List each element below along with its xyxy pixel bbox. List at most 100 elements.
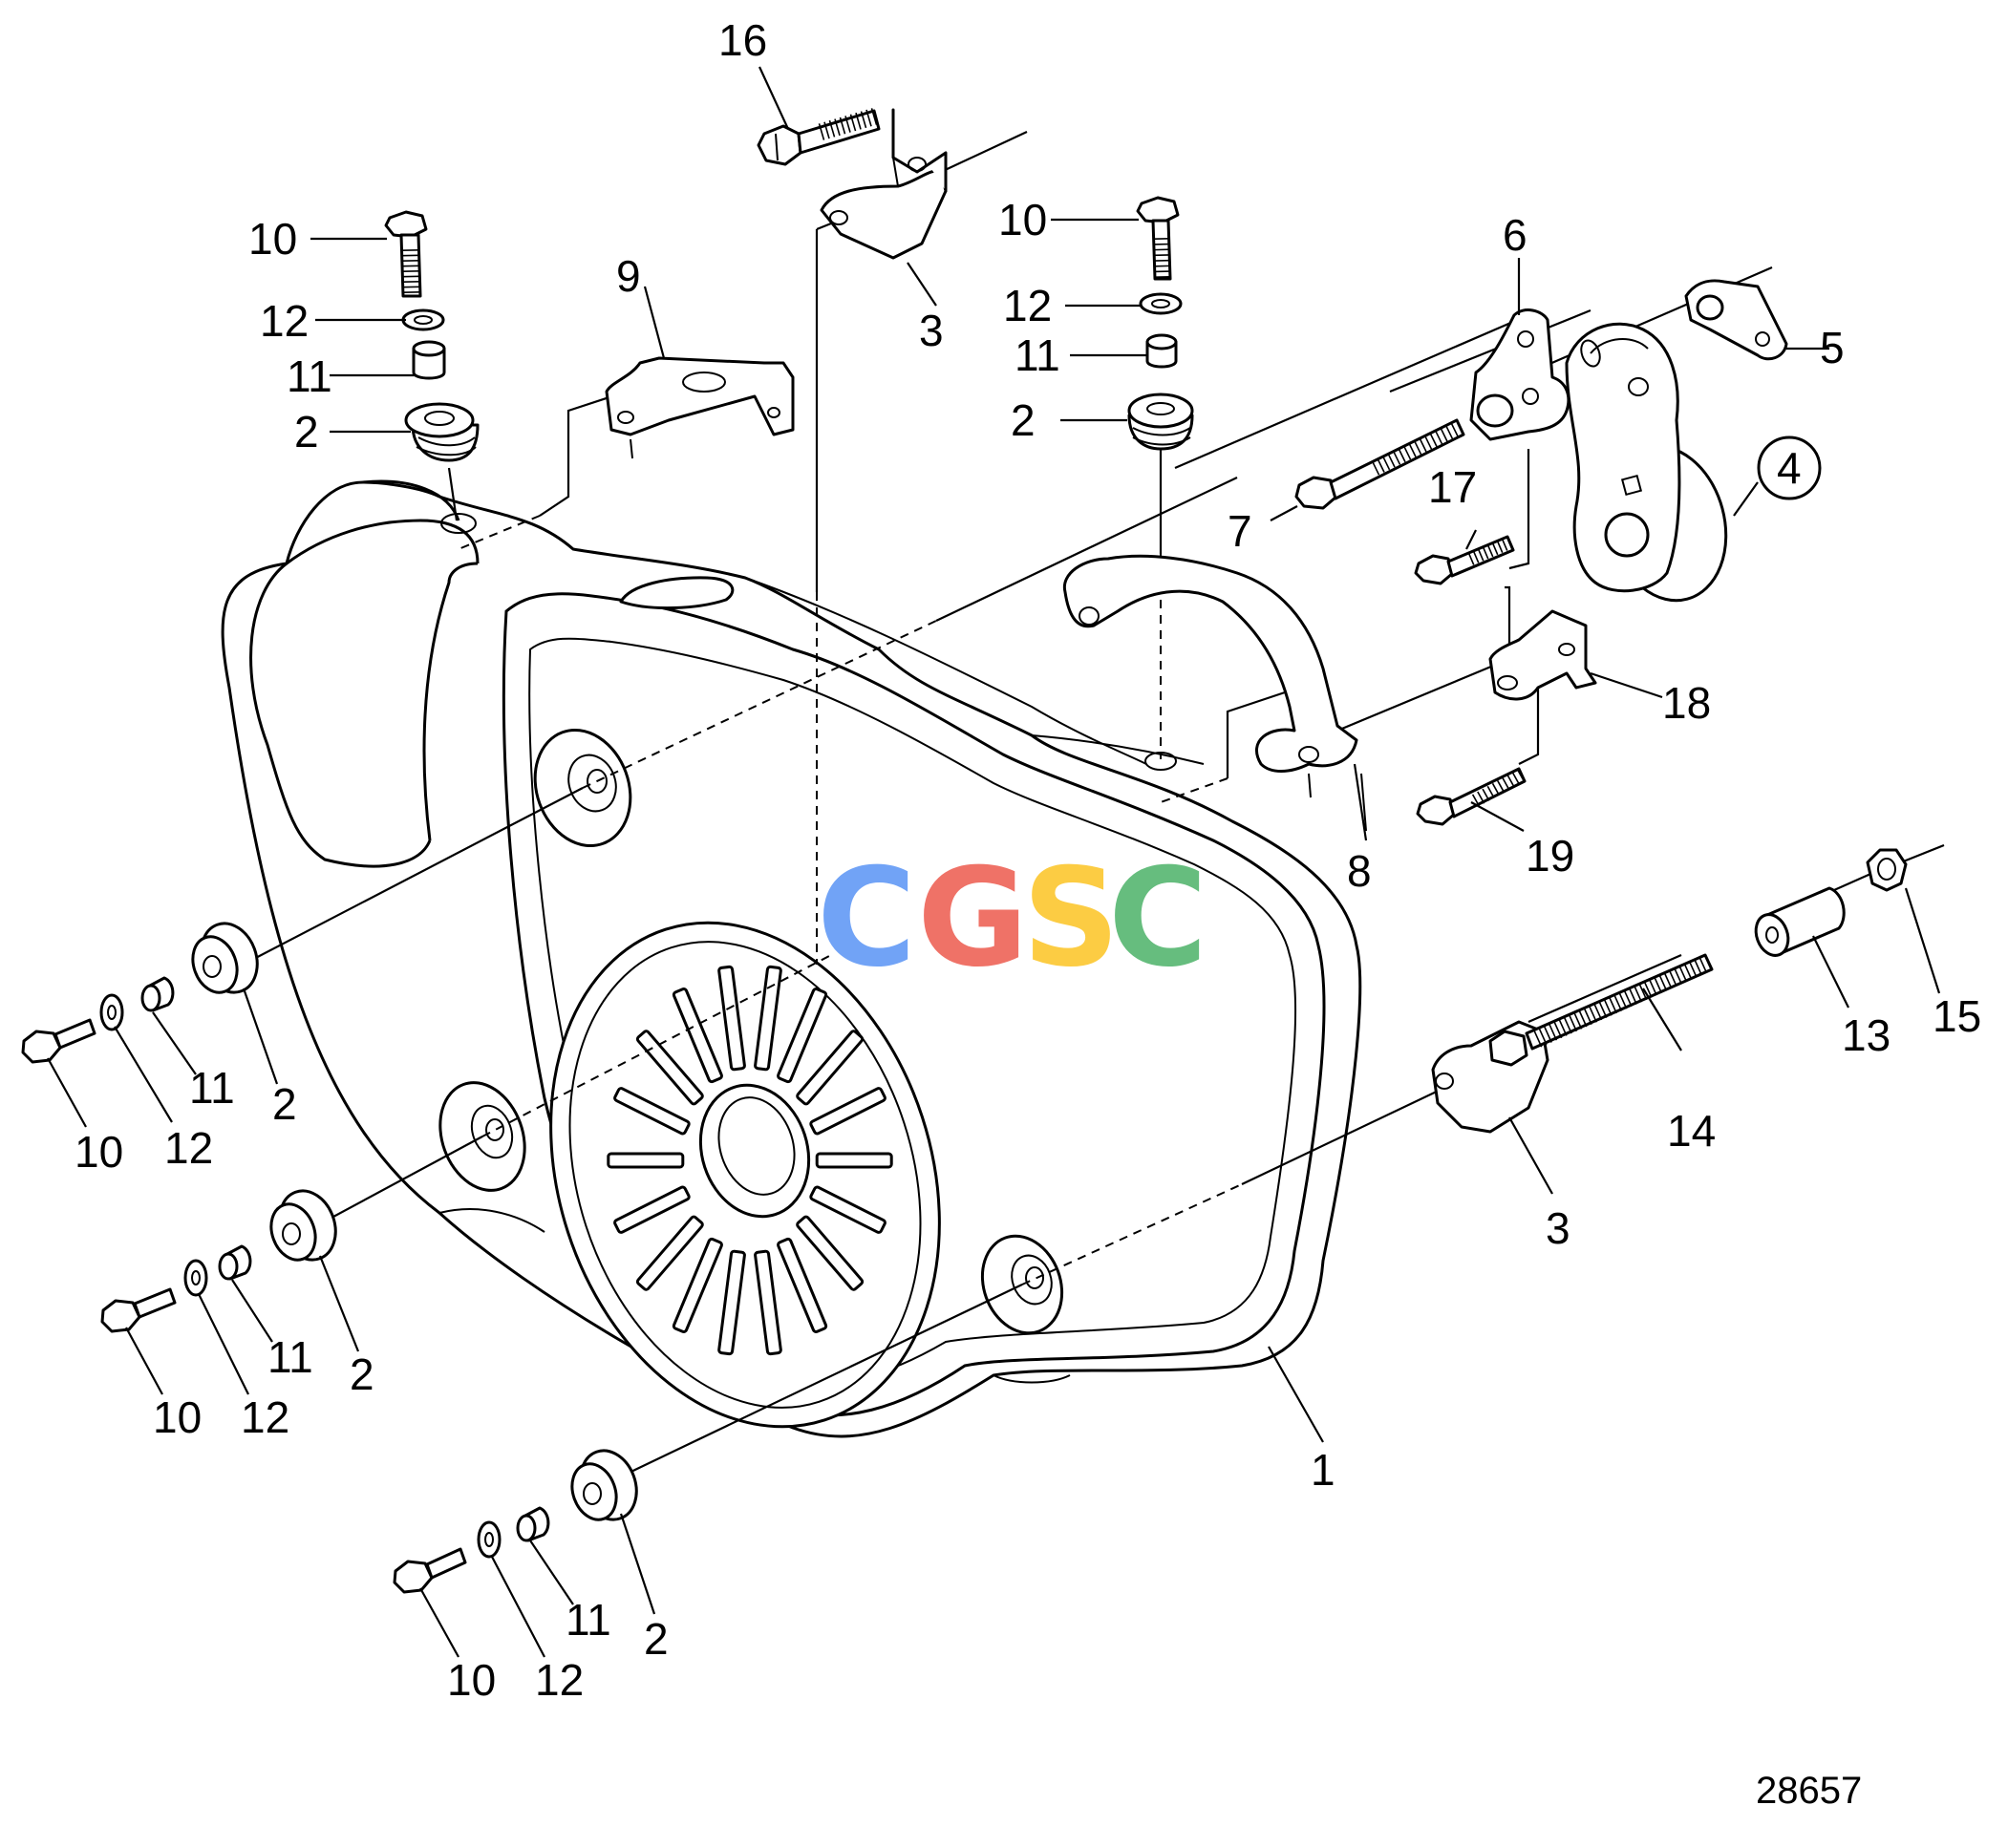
thread-mark (1467, 552, 1475, 565)
thread-mark (1538, 1029, 1548, 1046)
threaded-rod-14 (1525, 953, 1714, 1051)
callout-12: 12 (535, 1655, 584, 1705)
callout-14: 14 (1667, 1106, 1716, 1156)
thread-mark (1553, 1022, 1563, 1039)
thread-mark (1658, 974, 1668, 991)
bolt-set-middle-left (100, 1189, 337, 1333)
callout-2: 2 (644, 1614, 669, 1664)
callout-leaders (47, 66, 1941, 1658)
thread-mark (1549, 1024, 1558, 1041)
watermark-letter-c1: C (817, 839, 916, 997)
thread-mark (1502, 777, 1510, 791)
callout-18: 18 (1662, 678, 1711, 728)
callout-7: 7 (1228, 506, 1252, 556)
washer-12-top-left (401, 308, 445, 331)
thread-mark (1419, 437, 1427, 453)
thread-mark (1643, 981, 1653, 998)
bolt-10-lower-left (393, 1547, 467, 1594)
thread-mark (1471, 794, 1481, 807)
thread-mark (1387, 453, 1396, 468)
spacer-11-lower-left (516, 1506, 550, 1542)
spacer-11-top-left (412, 340, 446, 380)
thread-mark (839, 117, 846, 135)
thread-mark (1429, 432, 1438, 447)
spacer-11-middle-left (218, 1244, 252, 1281)
thread-mark (855, 112, 862, 130)
thread-mark (1674, 967, 1683, 985)
bracket-9 (605, 356, 795, 459)
callout-13: 13 (1842, 1010, 1891, 1060)
thread-mark (1482, 788, 1490, 801)
thread-mark (1377, 457, 1385, 473)
bolt-10-top-center (1136, 196, 1180, 281)
bracket-6 (1469, 308, 1570, 441)
grille-slot (635, 1030, 704, 1106)
callout-3: 3 (1546, 1203, 1570, 1253)
thread-mark (1402, 445, 1412, 460)
bolt-7 (1294, 418, 1465, 510)
thread-mark (1648, 979, 1657, 996)
nut-15 (1866, 848, 1908, 892)
figure-reference-number: 28657 (1756, 1770, 1862, 1812)
thread-mark (1623, 990, 1633, 1008)
thread-mark (1472, 550, 1480, 563)
thread-mark (1634, 986, 1643, 1003)
thread-mark (849, 114, 857, 132)
thread-mark (1678, 966, 1688, 983)
callout-11: 11 (189, 1063, 235, 1113)
thread-mark (1398, 448, 1406, 463)
idler-pulley-assembly-4 (1565, 322, 1728, 603)
thread-mark (1618, 992, 1628, 1009)
grille-slot (777, 988, 828, 1084)
callout-15: 15 (1933, 991, 1981, 1041)
thread-mark (1598, 1001, 1608, 1018)
thread-mark (1450, 422, 1459, 437)
thread-mark (1392, 450, 1401, 465)
thread-mark (1516, 769, 1526, 782)
thread-mark (1486, 543, 1494, 558)
callout-1: 1 (1311, 1445, 1335, 1495)
grille-slot (635, 1215, 704, 1291)
washer-12-upper-left (99, 993, 124, 1031)
thread-mark (1408, 442, 1417, 457)
thread-mark (1491, 782, 1500, 796)
thread-mark (1703, 954, 1713, 971)
washer-12-lower-left (477, 1520, 502, 1559)
thread-mark (1688, 961, 1698, 978)
spacer-13 (1754, 886, 1846, 957)
thread-mark (1501, 538, 1508, 551)
thread-mark (844, 116, 851, 133)
thread-mark (1496, 540, 1504, 554)
thread-mark (1477, 791, 1485, 804)
bolt-10-middle-left (100, 1287, 177, 1333)
grille-slot (796, 1215, 865, 1291)
grille-slot (672, 988, 723, 1084)
bracket-3-top (820, 108, 948, 260)
grille-slot (815, 1152, 893, 1169)
callout-16: 16 (718, 15, 767, 65)
thread-mark (1381, 456, 1391, 471)
callout-10: 10 (75, 1127, 123, 1177)
callout-17: 17 (1428, 462, 1477, 512)
callout-10: 10 (248, 214, 297, 264)
thread-mark (1444, 424, 1454, 439)
thread-mark (1638, 984, 1648, 1001)
thread-mark (1544, 1026, 1552, 1043)
thread-mark (1668, 969, 1677, 988)
grille-slot (607, 1152, 685, 1169)
thread-mark (1589, 1006, 1598, 1023)
thread-mark (1613, 994, 1623, 1011)
thread-mark (1477, 547, 1485, 562)
thread-mark (828, 119, 836, 138)
thread-mark (1506, 536, 1513, 549)
thread-mark (865, 109, 872, 127)
thread-mark (1573, 1012, 1583, 1030)
thread-mark (834, 118, 841, 137)
assembly-centerlines (224, 131, 1945, 1500)
thread-mark (1569, 1014, 1578, 1032)
thread-mark (823, 121, 830, 139)
bolt-set-lower-left (393, 1449, 638, 1594)
thread-mark (1497, 780, 1506, 794)
thread-mark (1371, 460, 1380, 476)
thread-mark (1583, 1008, 1592, 1026)
